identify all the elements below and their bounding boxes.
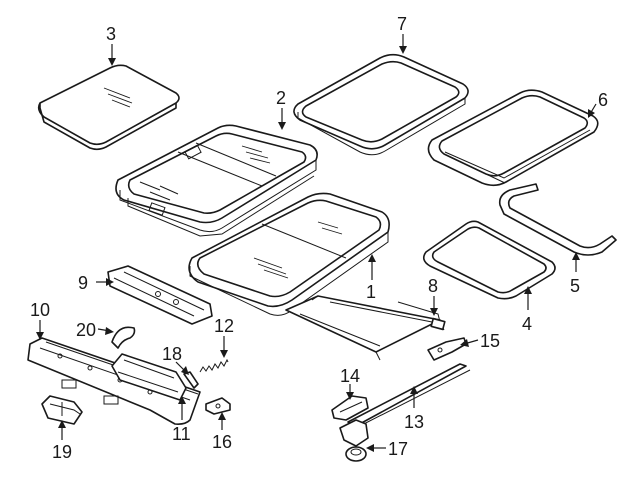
callout-20: 20 [76,320,114,340]
callout-14-label: 14 [340,366,360,386]
callout-2-label: 2 [276,88,286,108]
part-12-spring [199,358,229,373]
part-15-guide [427,337,467,361]
callout-19: 19 [52,420,72,462]
callout-10: 10 [30,300,50,340]
part-6-frame [427,89,599,187]
callout-3: 3 [106,24,116,66]
callout-17: 17 [366,439,408,459]
part-11-bracket [111,353,187,401]
callout-17-label: 17 [388,439,408,459]
callout-16: 16 [212,412,232,452]
callout-13: 13 [404,386,424,432]
callout-20-label: 20 [76,320,96,340]
part-9-track [107,265,213,325]
callout-10-label: 10 [30,300,50,320]
part-2-housing-frame [115,124,318,237]
callout-12-label: 12 [214,316,234,336]
part-4-glass-panel [422,220,556,300]
callout-8: 8 [428,276,438,316]
callout-7-label: 7 [397,14,407,34]
callout-3-label: 3 [106,24,116,44]
callout-14: 14 [340,366,360,400]
part-3-glass-panel [37,64,180,151]
callout-9: 9 [78,273,114,293]
part-17-motor [339,419,369,462]
callout-6-label: 6 [598,90,608,110]
part-7-seal-frame [293,53,469,156]
callout-18-label: 18 [162,344,182,364]
callout-6: 6 [588,90,608,118]
callout-7: 7 [397,14,407,54]
callout-19-label: 19 [52,442,72,462]
callout-9-label: 9 [78,273,88,293]
callout-4: 4 [522,286,532,334]
callout-16-label: 16 [212,432,232,452]
callout-5-label: 5 [570,276,580,296]
callout-11-label: 11 [172,424,191,444]
part-20-clip [111,326,136,349]
callout-15: 15 [460,331,500,351]
part-19-switch [41,395,83,425]
callout-8-label: 8 [428,276,438,296]
callout-1: 1 [366,254,376,302]
part-8-sunshade [285,295,446,361]
part-5-seal-strip [498,183,617,256]
callout-12: 12 [214,316,234,358]
callout-18: 18 [162,344,189,375]
part-18-bolt [183,371,199,389]
callout-5: 5 [570,252,580,296]
callout-11: 11 [172,396,191,444]
callout-15-label: 15 [480,331,500,351]
callout-1-label: 1 [366,282,376,302]
callout-13-label: 13 [404,412,424,432]
part-16-bracket [205,397,231,415]
callout-2: 2 [276,88,286,130]
callout-4-label: 4 [522,314,532,334]
